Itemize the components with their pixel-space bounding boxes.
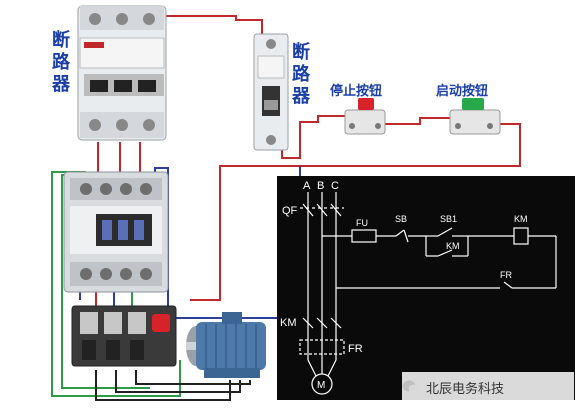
- motor-device: [186, 312, 266, 378]
- fu-label: FU: [356, 218, 368, 228]
- wire-red-top: [149, 15, 263, 40]
- watermark: 北辰电务科技: [402, 372, 574, 402]
- thermal-relay: [71, 305, 177, 367]
- wire-red-start-out: [190, 123, 521, 301]
- breaker-left-label: 断路器: [52, 30, 70, 95]
- phase-c-label: C: [331, 180, 339, 192]
- stop-button-device: [344, 98, 386, 135]
- sb-label: SB: [395, 214, 407, 224]
- single-pole-breaker: [253, 33, 289, 151]
- start-button-label: 启动按钮: [436, 84, 489, 99]
- km-aux-label: KM: [446, 241, 460, 251]
- wire-black-1: [95, 370, 231, 401]
- three-pole-breaker: [77, 5, 167, 141]
- breaker-right-label: 断路器: [292, 42, 310, 107]
- contactor: [63, 171, 169, 293]
- phase-a-label: A: [303, 180, 311, 192]
- wechat-icon: [402, 380, 420, 394]
- watermark-text: 北辰电务科技: [426, 381, 505, 397]
- fr-main-label: FR: [348, 343, 363, 355]
- fr-contact-label: FR: [500, 270, 512, 280]
- km-main-label: KM: [280, 317, 297, 329]
- phase-b-label: B: [317, 180, 324, 192]
- km-coil-label: KM: [514, 214, 528, 224]
- qf-label: QF: [282, 205, 298, 217]
- wire-black-3: [135, 370, 251, 385]
- wire-red-single: [281, 115, 345, 159]
- wire-black-2: [115, 370, 241, 393]
- schematic-panel: A B C QF FU SB SB1 KM KM FR KM FR M: [277, 176, 575, 400]
- start-button-device: [449, 98, 501, 135]
- stop-button-label: 停止按钮: [330, 84, 383, 99]
- sb1-label: SB1: [440, 214, 457, 224]
- motor-label: M: [317, 380, 325, 391]
- wire-red-stop-start: [385, 117, 450, 125]
